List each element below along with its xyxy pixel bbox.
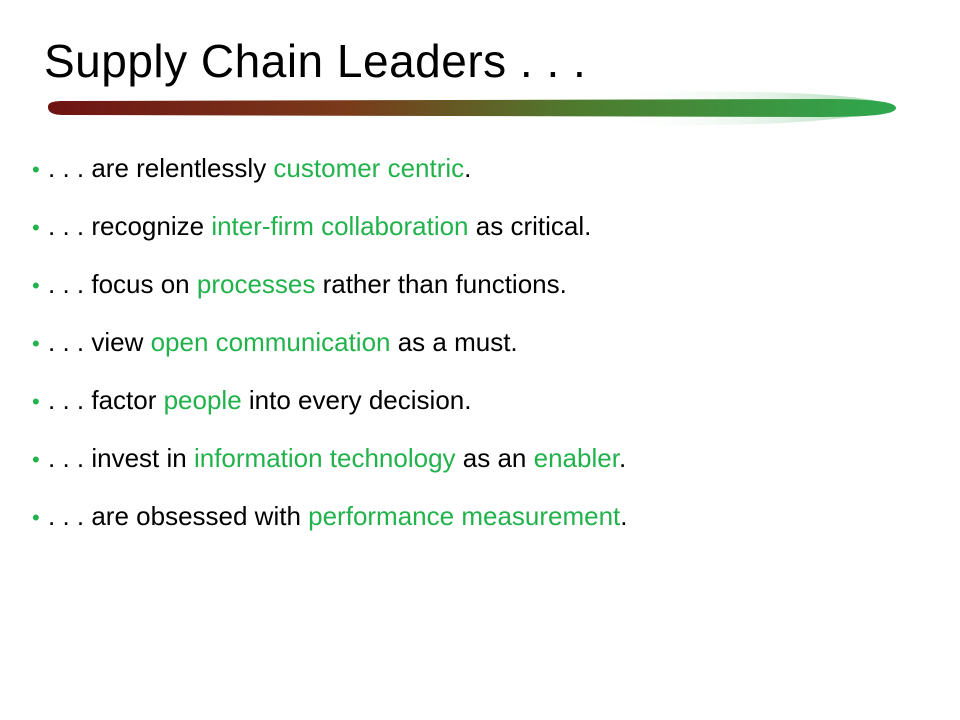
highlighted-term: enabler — [533, 443, 619, 473]
bullet-text: . . . are relentlessly customer centric. — [46, 153, 471, 184]
bullet-text-segment: . . . are relentlessly — [48, 153, 274, 183]
bullet-item: •. . . recognize inter-firm collaboratio… — [32, 211, 628, 269]
bullet-text-segment: . . . view — [48, 327, 151, 357]
bullet-item: •. . . are relentlessly customer centric… — [32, 153, 628, 211]
highlighted-term: inter-firm collaboration — [211, 211, 469, 241]
bullet-text-segment: . — [464, 153, 472, 183]
bullet-text-segment: into every decision. — [241, 385, 472, 415]
bullet-text-segment: as critical. — [468, 211, 592, 241]
bullet-text: . . . factor people into every decision. — [46, 385, 471, 416]
bullet-text-segment: . — [618, 443, 627, 473]
highlighted-term: open communication — [150, 327, 391, 357]
bullet-text-segment: . . . factor — [48, 385, 164, 415]
bullet-text-segment: . — [620, 501, 628, 531]
bullet-dot-icon: • — [32, 215, 40, 240]
bullet-text: . . . invest in information technology a… — [46, 443, 626, 474]
bullet-item: •. . . invest in information technology … — [32, 443, 628, 501]
bullet-dot-icon: • — [32, 331, 40, 356]
bullet-text: . . . are obsessed with performance meas… — [46, 501, 628, 532]
bullet-dot-icon: • — [32, 389, 40, 414]
bullet-text: . . . view open communication as a must. — [46, 327, 518, 358]
slide-title: Supply Chain Leaders . . . — [44, 35, 587, 87]
highlighted-term: customer centric — [273, 153, 465, 183]
highlighted-term: information technology — [193, 443, 456, 473]
bullet-item: •. . . are obsessed with performance mea… — [32, 501, 628, 559]
bullet-dot-icon: • — [32, 447, 40, 472]
bullet-text-segment: as a must. — [390, 327, 518, 357]
bullet-dot-icon: • — [32, 505, 40, 530]
bullet-text-segment: . . . invest in — [48, 443, 194, 473]
highlighted-term: people — [163, 385, 242, 415]
title-underline-swoosh — [48, 91, 896, 126]
bullet-text-segment: . . . recognize — [48, 211, 212, 241]
bullet-text-segment: rather than functions. — [315, 269, 567, 299]
bullet-text: . . . focus on processes rather than fun… — [46, 269, 567, 300]
bullet-text-segment: . . . focus on — [48, 269, 197, 299]
bullet-item: •. . . focus on processes rather than fu… — [32, 269, 628, 327]
bullet-dot-icon: • — [32, 273, 40, 298]
highlighted-term: processes — [196, 269, 316, 299]
bullet-text-segment: as an — [455, 443, 534, 473]
bullet-dot-icon: • — [32, 157, 40, 182]
underline-bar — [48, 99, 896, 117]
bullet-text-segment: . . . are obsessed with — [48, 501, 309, 531]
bullet-item: •. . . factor people into every decision… — [32, 385, 628, 443]
bullet-item: •. . . view open communication as a must… — [32, 327, 628, 385]
bullet-text: . . . recognize inter-firm collaboration… — [46, 211, 591, 242]
highlighted-term: performance measurement — [308, 501, 621, 531]
bullet-list: •. . . are relentlessly customer centric… — [32, 153, 628, 559]
